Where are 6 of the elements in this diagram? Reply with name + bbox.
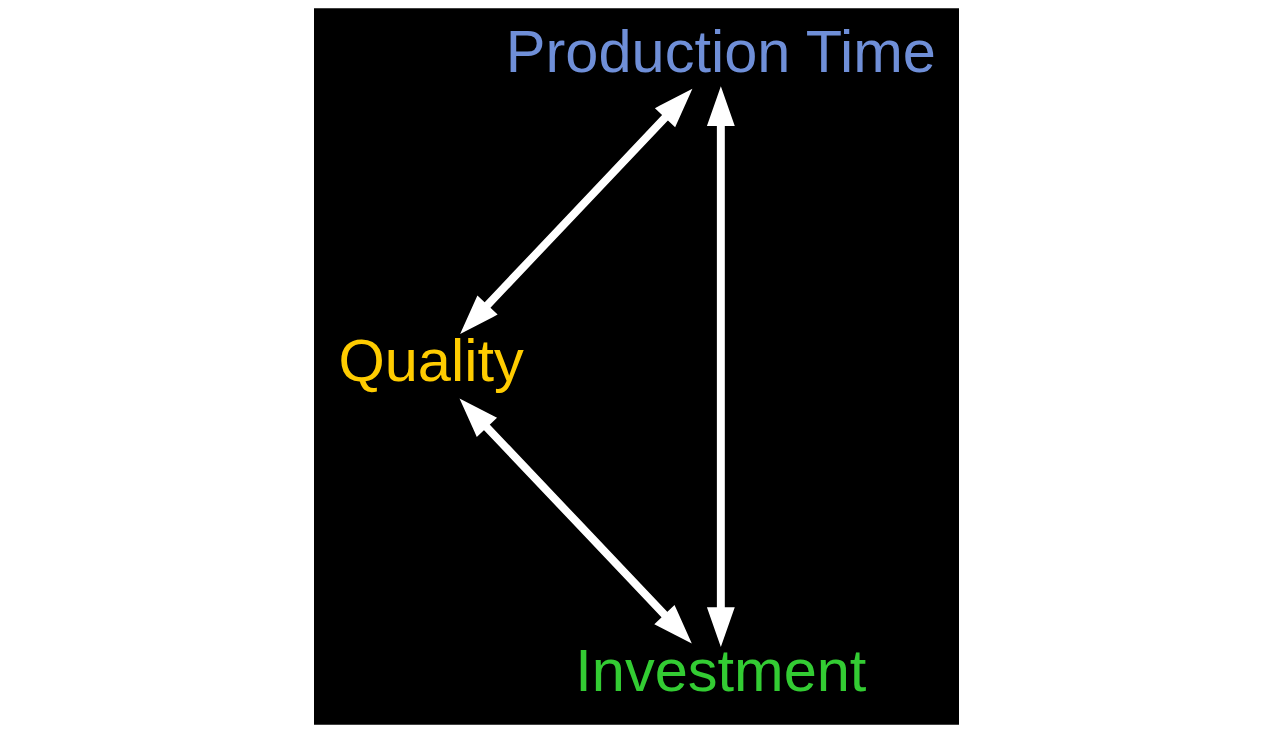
arrow bbox=[459, 398, 692, 644]
node-text: Quality bbox=[337, 327, 524, 395]
arrow bbox=[459, 88, 692, 334]
node-text: Investment bbox=[574, 636, 866, 704]
node-text: Production Time bbox=[505, 17, 936, 85]
arrow bbox=[706, 86, 735, 648]
